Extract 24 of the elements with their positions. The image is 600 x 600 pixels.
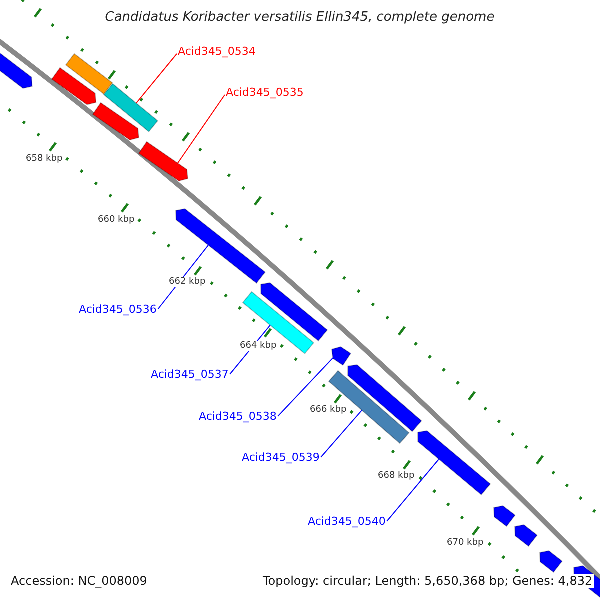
leader-line bbox=[177, 94, 226, 164]
gene-label: Acid345_0538 bbox=[199, 410, 277, 423]
gene-label: Acid345_0540 bbox=[308, 515, 386, 528]
gene-label: Acid345_0534 bbox=[178, 45, 256, 58]
scale-label: 664 kbp bbox=[239, 341, 278, 351]
leader-line bbox=[278, 358, 334, 417]
leader-line bbox=[386, 459, 440, 522]
scale-label: 660 kbp bbox=[97, 215, 136, 225]
scale-label: 668 kbp bbox=[377, 471, 416, 481]
leader-line bbox=[320, 410, 363, 458]
genome-info-label: Topology: circular; Length: 5,650,368 bp; Genes: 4,832 bbox=[262, 574, 594, 588]
scale-label: 670 kbp bbox=[446, 538, 485, 548]
gene-label: Acid345_0537 bbox=[151, 368, 229, 381]
leader-line bbox=[158, 245, 209, 310]
leader-line bbox=[230, 324, 271, 375]
leader-line bbox=[136, 54, 178, 104]
gene-label: Acid345_0539 bbox=[242, 451, 320, 464]
gene-label: Acid345_0535 bbox=[226, 86, 304, 99]
gene-label: Acid345_0536 bbox=[79, 303, 157, 316]
scale-label: 666 kbp bbox=[309, 405, 348, 415]
scale-label: 662 kbp bbox=[168, 277, 207, 287]
chart-title: Candidatus Koribacter versatilis Ellin345, complete genome bbox=[104, 10, 496, 25]
accession-label: Accession: NC_008009 bbox=[10, 574, 148, 588]
scale-label: 658 kbp bbox=[25, 154, 64, 164]
